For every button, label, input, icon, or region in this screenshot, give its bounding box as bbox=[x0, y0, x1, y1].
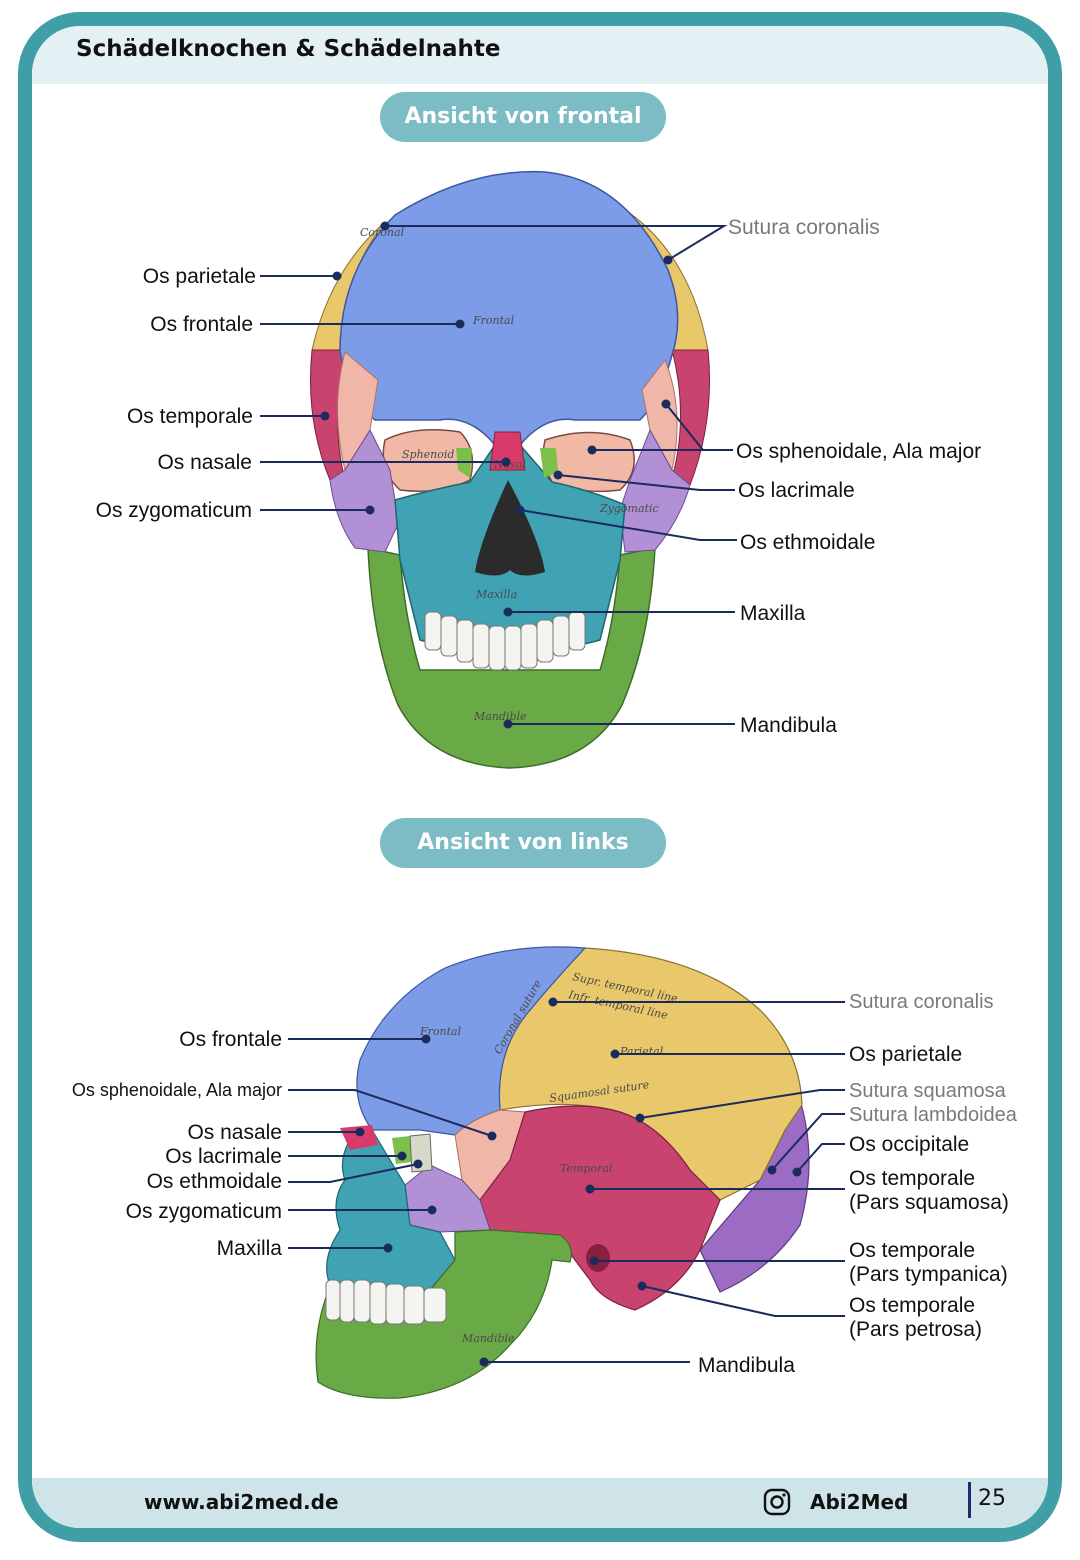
website-link[interactable]: www.abi2med.de bbox=[144, 1490, 339, 1514]
frontal-nasal-cavity bbox=[475, 480, 545, 576]
label-left-os-frontale: Os frontale bbox=[179, 1028, 282, 1051]
instagram-handle[interactable]: Abi2Med bbox=[810, 1490, 909, 1514]
instagram-icon[interactable] bbox=[762, 1487, 792, 1517]
label-frontal-os-zygomaticum: Os zygomaticum bbox=[96, 499, 252, 522]
lateral-skull: Frontal Parietal Temporal Mandible Coron… bbox=[315, 946, 810, 1399]
lateral-occipital bbox=[699, 1098, 810, 1293]
label-left-os-temporale-squamosa: Os temporale bbox=[849, 1167, 975, 1190]
label-left-os-lacrimale: Os lacrimale bbox=[165, 1145, 282, 1168]
lateral-temporal bbox=[479, 1105, 721, 1311]
label-left-os-nasale: Os nasale bbox=[187, 1121, 282, 1144]
label-frontal-mandibula: Mandibula bbox=[740, 714, 837, 737]
label-left-pars-squamosa: (Pars squamosa) bbox=[849, 1191, 1009, 1214]
frontal-teeth bbox=[424, 611, 586, 671]
footer-bar: www.abi2med.de Abi2Med 25 bbox=[32, 1478, 1048, 1528]
footer-divider bbox=[968, 1482, 971, 1518]
frontal-zygomatic-right bbox=[619, 428, 691, 553]
lateral-frontal-text: Frontal bbox=[419, 1025, 462, 1038]
frontal-bone bbox=[339, 170, 679, 446]
frontal-nasal bbox=[489, 431, 526, 471]
label-frontal-os-ethmoidale: Os ethmoidale bbox=[740, 531, 875, 554]
label-left-mandibula: Mandibula bbox=[698, 1354, 795, 1377]
frontal-bone-text: Frontal bbox=[472, 314, 515, 327]
lateral-teeth bbox=[325, 1279, 447, 1325]
label-frontal-os-parietale: Os parietale bbox=[143, 265, 256, 288]
label-left-maxilla: Maxilla bbox=[217, 1237, 283, 1260]
label-frontal-sutura-coronalis: Sutura coronalis bbox=[728, 216, 880, 239]
label-frontal-os-sphenoidale: Os sphenoidale, Ala major bbox=[736, 440, 981, 463]
label-frontal-os-frontale: Os frontale bbox=[150, 313, 253, 336]
maxilla-bone-text: Maxilla bbox=[475, 588, 517, 601]
label-left-os-sphenoidale: Os sphenoidale, Ala major bbox=[72, 1080, 282, 1100]
mandible-bone-text: Mandible bbox=[473, 710, 527, 723]
label-left-sutura-squamosa: Sutura squamosa bbox=[849, 1080, 1007, 1102]
lateral-temporal-text: Temporal bbox=[560, 1162, 613, 1175]
label-left-os-ethmoidale: Os ethmoidale bbox=[147, 1170, 282, 1193]
page-number: 25 bbox=[978, 1486, 1006, 1511]
frontal-zygomatic-left bbox=[329, 428, 401, 553]
section-pill-left: Ansicht von links bbox=[380, 818, 666, 868]
label-frontal-os-nasale: Os nasale bbox=[157, 451, 252, 474]
sphenoid-bone-text: Sphenoid bbox=[402, 448, 454, 461]
label-left-os-temporale-petrosa: Os temporale bbox=[849, 1294, 975, 1317]
label-left-os-parietale: Os parietale bbox=[849, 1043, 962, 1066]
frontal-skull: Frontal Maxilla Mandible Zygomatic Coron… bbox=[310, 170, 710, 769]
page-title: Schädelknochen & Schädelnahte bbox=[76, 36, 501, 62]
label-left-os-occipitale: Os occipitale bbox=[849, 1133, 969, 1156]
label-left-pars-petrosa: (Pars petrosa) bbox=[849, 1318, 982, 1341]
lateral-parietal-text: Parietal bbox=[619, 1045, 664, 1058]
lateral-mandible-text: Mandible bbox=[461, 1332, 515, 1345]
label-left-pars-tympanica: (Pars tympanica) bbox=[849, 1263, 1008, 1286]
coronal-bone-text: Coronal bbox=[360, 226, 405, 239]
frontal-lacrimal-right bbox=[540, 448, 558, 478]
label-frontal-os-temporale: Os temporale bbox=[127, 405, 253, 428]
label-left-os-temporale-tympanica: Os temporale bbox=[849, 1239, 975, 1262]
label-left-sutura-coronalis: Sutura coronalis bbox=[849, 991, 994, 1013]
lateral-ear-canal bbox=[586, 1244, 610, 1272]
section-pill-frontal: Ansicht von frontal bbox=[380, 92, 666, 142]
label-left-sutura-lambdoidea: Sutura lambdoidea bbox=[849, 1104, 1018, 1126]
frontal-leaders bbox=[260, 221, 737, 729]
label-frontal-os-lacrimale: Os lacrimale bbox=[738, 479, 855, 502]
label-left-os-zygomaticum: Os zygomaticum bbox=[126, 1200, 282, 1223]
header-bar: Schädelknochen & Schädelnahte bbox=[32, 26, 1048, 84]
zygomatic-bone-text: Zygomatic bbox=[599, 502, 659, 515]
label-frontal-maxilla: Maxilla bbox=[740, 602, 806, 625]
lateral-leaders bbox=[288, 997, 845, 1367]
